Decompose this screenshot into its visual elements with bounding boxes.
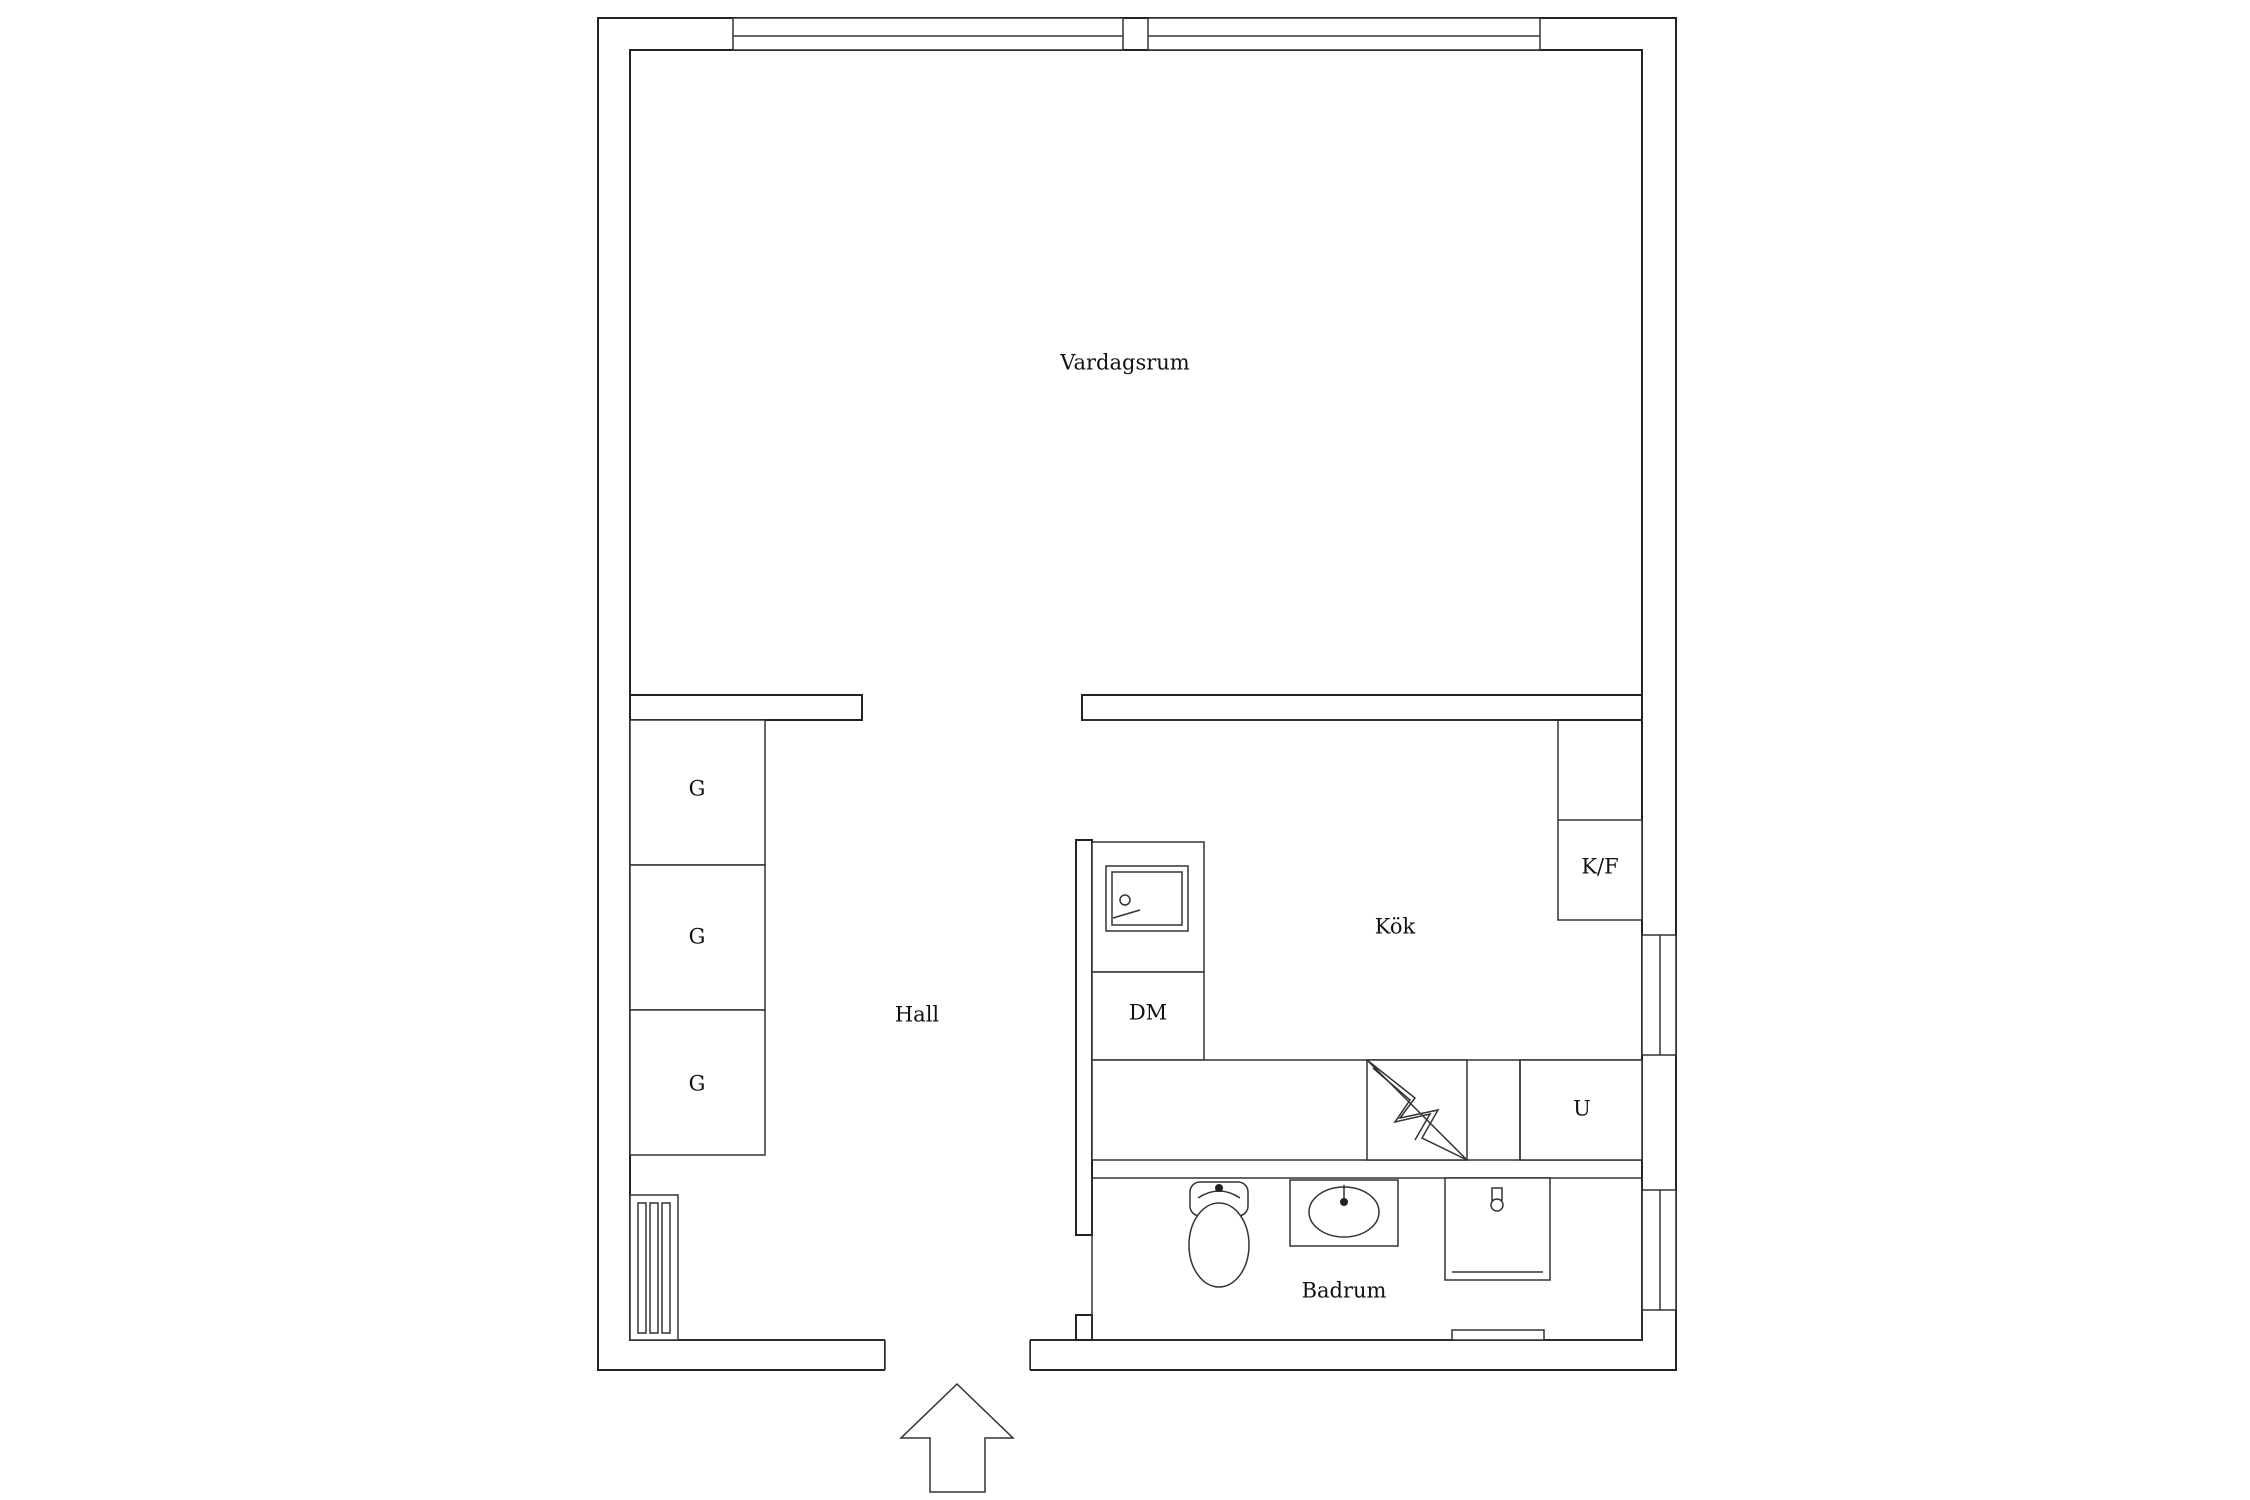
oven: U [1519, 1059, 1643, 1161]
kitchen-sink-icon [1091, 841, 1205, 973]
right-window-kitchen [1641, 934, 1677, 1056]
top-window-left [732, 17, 1124, 51]
shower-icon [1444, 1177, 1551, 1281]
dishwasher-label: DM [1129, 1001, 1167, 1025]
entrance-arrow-icon [899, 1382, 1015, 1493]
oven-label: U [1573, 1097, 1591, 1121]
wardrobe-label-1: G [689, 777, 706, 801]
wardrobe-2: G [629, 864, 766, 1011]
stove-icon [1366, 1059, 1468, 1161]
kitchen-hall-wall [1075, 839, 1093, 1236]
bathroom-wall-left [1075, 1314, 1093, 1341]
room-label-kok: Kök [1375, 915, 1416, 939]
fridge-freezer: K/F [1557, 819, 1643, 921]
living-room-wall-right [1081, 694, 1643, 721]
wardrobe-1: G [629, 719, 766, 866]
living-room-wall-left [629, 694, 863, 721]
fridge-freezer-label: K/F [1581, 855, 1618, 879]
wardrobe-label-3: G [689, 1072, 706, 1096]
washbasin-icon [1289, 1179, 1399, 1247]
dishwasher: DM [1091, 971, 1205, 1061]
room-label-badrum: Badrum [1302, 1279, 1387, 1303]
entrance-opening [885, 1336, 1030, 1374]
room-label-vardagsrum: Vardagsrum [1059, 351, 1190, 375]
top-window-right [1147, 17, 1541, 51]
toilet-icon [1188, 1181, 1250, 1288]
right-window-bathroom [1641, 1189, 1677, 1311]
wardrobe-3: G [629, 1009, 766, 1156]
wardrobe-label-2: G [689, 925, 706, 949]
radiator-icon [629, 1194, 679, 1341]
bathroom-vent [1451, 1329, 1545, 1341]
room-label-hall: Hall [895, 1003, 940, 1027]
